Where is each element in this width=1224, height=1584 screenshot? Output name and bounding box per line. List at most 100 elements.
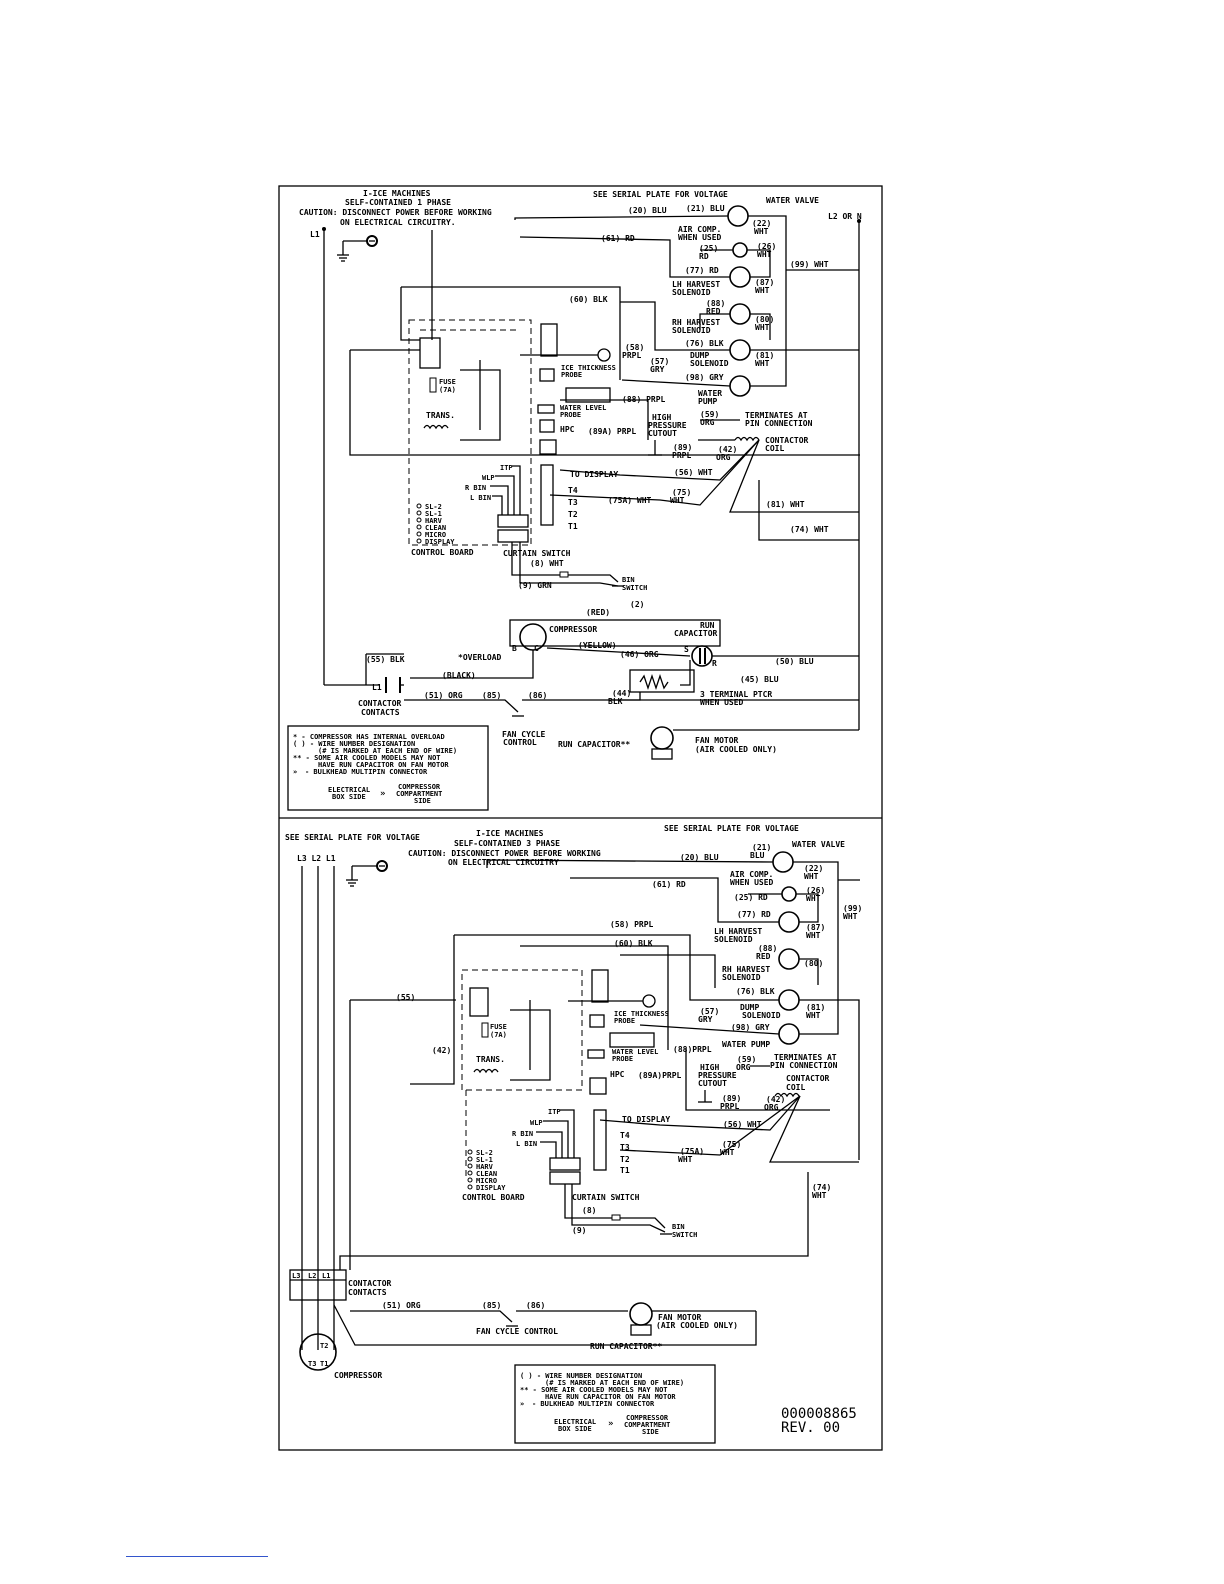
svg-text:CLEAN: CLEAN bbox=[425, 524, 446, 532]
svg-text:FAN MOTOR: FAN MOTOR bbox=[658, 1313, 702, 1322]
svg-text:CONTROL: CONTROL bbox=[503, 738, 537, 747]
svg-text:CAUTION: DISCONNECT POWER BEFO: CAUTION: DISCONNECT POWER BEFORE WORKING bbox=[408, 849, 601, 858]
svg-text:BOX SIDE: BOX SIDE bbox=[332, 793, 366, 801]
svg-text:I-ICE MACHINES: I-ICE MACHINES bbox=[476, 829, 544, 838]
top-display-connector bbox=[540, 464, 554, 526]
svg-text:WHT: WHT bbox=[804, 872, 819, 881]
svg-text:SOLENOID: SOLENOID bbox=[714, 935, 753, 944]
svg-text:SWITCH: SWITCH bbox=[672, 1231, 697, 1239]
svg-text:DISPLAY: DISPLAY bbox=[425, 538, 455, 546]
svg-text:(88)PRPL: (88)PRPL bbox=[673, 1045, 712, 1054]
svg-text:ORG: ORG bbox=[700, 418, 715, 427]
top-control-board-label: CONTROL BOARD bbox=[411, 548, 474, 557]
top-ground-icon bbox=[337, 235, 378, 262]
svg-text:PUMP: PUMP bbox=[698, 397, 717, 406]
svg-text:SIDE: SIDE bbox=[642, 1428, 659, 1436]
svg-text:(59): (59) bbox=[700, 410, 719, 419]
svg-text:SEE SERIAL PLATE FOR VOLTAGE: SEE SERIAL PLATE FOR VOLTAGE bbox=[285, 833, 420, 842]
svg-text:(45) BLU: (45) BLU bbox=[740, 675, 779, 684]
svg-text:CONTACTOR: CONTACTOR bbox=[765, 436, 809, 445]
svg-text:(AIR COOLED ONLY): (AIR COOLED ONLY) bbox=[656, 1321, 738, 1330]
top-dump-solenoid-icon bbox=[729, 339, 751, 361]
svg-text:FAN CYCLE CONTROL: FAN CYCLE CONTROL bbox=[476, 1327, 558, 1336]
bottom-display-connector bbox=[593, 1109, 607, 1171]
svg-text:»: » bbox=[520, 1400, 524, 1408]
svg-text:RED: RED bbox=[706, 307, 721, 316]
svg-text:(BLACK): (BLACK) bbox=[442, 671, 476, 680]
svg-text:SL-2: SL-2 bbox=[425, 503, 442, 511]
svg-text:C: C bbox=[534, 644, 539, 653]
svg-text:ON ELECTRICAL CIRCUITRY: ON ELECTRICAL CIRCUITRY bbox=[448, 858, 559, 867]
bottom-air-comp-icon bbox=[781, 886, 797, 902]
bottom-control-board-label: CONTROL BOARD bbox=[462, 1193, 525, 1202]
svg-text:PROBE: PROBE bbox=[560, 411, 581, 419]
svg-text:R: R bbox=[712, 659, 717, 668]
svg-text:ORG: ORG bbox=[764, 1103, 779, 1112]
svg-text:COIL: COIL bbox=[786, 1083, 805, 1092]
svg-text:(88): (88) bbox=[758, 944, 777, 953]
svg-text:CAPACITOR: CAPACITOR bbox=[674, 629, 718, 638]
svg-text:(# IS MARKED AT EACH END OF WI: (# IS MARKED AT EACH END OF WIRE) bbox=[545, 1379, 684, 1387]
top-control-board-outline bbox=[408, 319, 532, 546]
svg-text:WHEN USED: WHEN USED bbox=[730, 878, 774, 887]
svg-text:(77) RD: (77) RD bbox=[737, 910, 771, 919]
top-run-capacitor-icon bbox=[691, 645, 713, 667]
svg-text:(99) WHT: (99) WHT bbox=[790, 260, 829, 269]
svg-text:T1: T1 bbox=[620, 1166, 630, 1175]
bottom-compressor-icon bbox=[299, 1333, 337, 1371]
svg-text:L1: L1 bbox=[372, 683, 382, 692]
svg-text:(81): (81) bbox=[806, 1003, 825, 1012]
svg-text:(85): (85) bbox=[482, 691, 501, 700]
svg-text:SL-1: SL-1 bbox=[476, 1156, 493, 1164]
svg-text:PRPL: PRPL bbox=[622, 351, 641, 360]
svg-text:HARV: HARV bbox=[476, 1163, 494, 1171]
svg-text:WATER: WATER bbox=[698, 389, 722, 398]
svg-text:(80): (80) bbox=[755, 315, 774, 324]
svg-text:R BIN: R BIN bbox=[465, 484, 486, 492]
svg-text:ITP: ITP bbox=[500, 464, 513, 472]
svg-text:RH HARVEST: RH HARVEST bbox=[722, 965, 770, 974]
svg-text:ITP: ITP bbox=[548, 1108, 561, 1116]
svg-text:WHT: WHT bbox=[720, 1148, 735, 1157]
svg-text:CLEAN: CLEAN bbox=[476, 1170, 497, 1178]
svg-text:(60) BLK: (60) BLK bbox=[569, 295, 608, 304]
svg-text:(61) RD: (61) RD bbox=[601, 234, 635, 243]
svg-text:HIGH: HIGH bbox=[652, 413, 671, 422]
svg-text:DUMP: DUMP bbox=[740, 1003, 759, 1012]
svg-text:(42): (42) bbox=[718, 445, 737, 454]
bottom-transformer-icon: TRANS. bbox=[473, 1055, 505, 1074]
top-ptcr-icon bbox=[639, 673, 669, 691]
top-title-2: SELF-CONTAINED 1 PHASE bbox=[345, 198, 451, 207]
bottom-lh-harvest-icon bbox=[778, 911, 800, 933]
svg-text:(89): (89) bbox=[722, 1094, 741, 1103]
bottom-probe-connector bbox=[591, 969, 609, 1003]
bottom-ground-icon bbox=[346, 860, 388, 887]
svg-text:WHEN USED: WHEN USED bbox=[700, 698, 744, 707]
svg-text:L3 L2 L1: L3 L2 L1 bbox=[297, 854, 336, 863]
top-water-valve-icon bbox=[727, 205, 749, 227]
svg-text:(50) BLU: (50) BLU bbox=[775, 657, 814, 666]
svg-text:ELECTRICAL: ELECTRICAL bbox=[554, 1418, 596, 1426]
svg-text:COMPRESSOR: COMPRESSOR bbox=[549, 625, 597, 634]
svg-text:(42): (42) bbox=[432, 1046, 451, 1055]
top-water-level-probe-icon bbox=[565, 387, 611, 403]
svg-text:WHT: WHT bbox=[755, 323, 770, 332]
footer-rule bbox=[126, 1556, 268, 1557]
svg-text:T4: T4 bbox=[568, 486, 578, 495]
svg-text:B: B bbox=[512, 644, 517, 653]
svg-text:WATER PUMP: WATER PUMP bbox=[722, 1040, 770, 1049]
svg-text:TO DISPLAY: TO DISPLAY bbox=[570, 470, 618, 479]
svg-text:TERMINATES AT: TERMINATES AT bbox=[745, 411, 808, 420]
svg-text:T1: T1 bbox=[320, 1360, 328, 1368]
svg-text:TERMINATES AT: TERMINATES AT bbox=[774, 1053, 837, 1062]
svg-text:S: S bbox=[684, 645, 689, 654]
svg-text:MICRO: MICRO bbox=[425, 531, 446, 539]
svg-text:- BULKHEAD MULTIPIN CONNECTOR: - BULKHEAD MULTIPIN CONNECTOR bbox=[532, 1400, 655, 1408]
svg-text:WHT: WHT bbox=[812, 1191, 827, 1200]
bottom-led-list: SL-2 SL-1 HARV CLEAN MICRO DISPLAY bbox=[467, 1149, 506, 1192]
svg-text:PROBE: PROBE bbox=[612, 1055, 633, 1063]
svg-text:(75A) WHT: (75A) WHT bbox=[608, 496, 652, 505]
svg-text:(76) BLK: (76) BLK bbox=[685, 339, 724, 348]
bottom-wire-labels: (20) BLU (21) BLU (22) WHT (61) RD AIR C… bbox=[382, 843, 862, 1310]
